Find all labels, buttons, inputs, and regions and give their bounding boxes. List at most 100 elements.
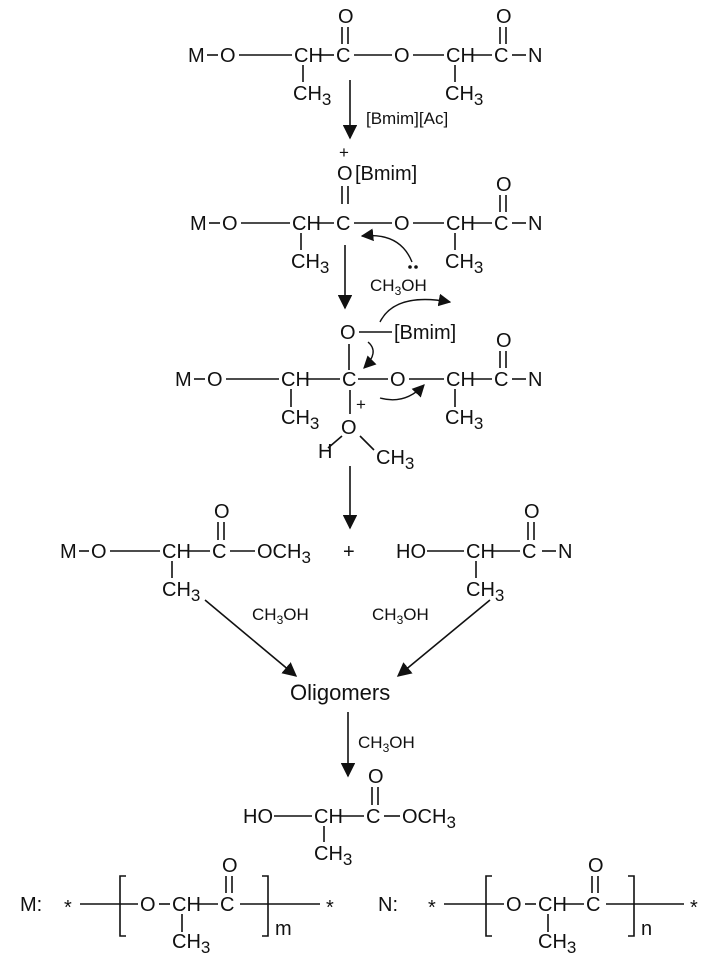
atom-N: N xyxy=(528,213,542,235)
atom-C: C xyxy=(494,45,508,67)
product-methyl-lactate: HO CH C O OCH3 CH3 xyxy=(243,766,456,869)
atom-O: O xyxy=(220,45,236,67)
atom-N: N xyxy=(528,369,542,391)
methyl-group: CH3 xyxy=(281,407,319,433)
atom-O: O xyxy=(222,855,238,877)
lone-pair-dot xyxy=(414,265,418,269)
atom-C: C xyxy=(220,894,234,916)
bmim-label: [Bmim] xyxy=(355,163,417,185)
atom-O: O xyxy=(394,213,410,235)
atom-N: N xyxy=(558,541,572,563)
atom-C: C xyxy=(586,894,600,916)
end-star: * xyxy=(64,897,72,919)
methyl-group: CH3 xyxy=(162,579,200,605)
methanol-label: CH3OH xyxy=(370,276,427,298)
atom-CH: CH xyxy=(466,541,495,563)
methyl-group: CH3 xyxy=(445,407,483,433)
atom-O: O xyxy=(506,894,522,916)
plus-sign: + xyxy=(343,541,355,563)
atom-O: O xyxy=(214,501,230,523)
atom-O: O xyxy=(496,174,512,196)
methyl-group: CH3 xyxy=(445,83,483,109)
atom-O: O xyxy=(588,855,604,877)
atom-N: N xyxy=(528,45,542,67)
atom-O: O xyxy=(337,163,353,185)
atom-C: C xyxy=(212,541,226,563)
atom-CH: CH xyxy=(162,541,191,563)
reaction-arrow xyxy=(204,599,298,677)
lone-pair-dot xyxy=(408,265,412,269)
methyl-group: CH3 xyxy=(291,251,329,277)
bracket-right xyxy=(262,875,269,937)
reaction-arrow xyxy=(396,599,491,677)
atom-C: C xyxy=(366,806,380,828)
atom-C: C xyxy=(336,213,350,235)
product-hydroxy-fragment: HO CH C O N CH3 xyxy=(396,501,572,605)
atom-O: O xyxy=(222,213,238,235)
bracket-right xyxy=(628,875,635,937)
bmim-label: [Bmim] xyxy=(394,322,456,344)
atom-O: O xyxy=(341,417,357,439)
atom-C: C xyxy=(494,369,508,391)
methoxy-group: OCH3 xyxy=(402,806,456,832)
methanol-label: CH3OH xyxy=(252,605,309,627)
methyl-group: CH3 xyxy=(466,579,504,605)
atom-M: M xyxy=(190,213,207,235)
atom-HO: HO xyxy=(396,541,426,563)
atom-O: O xyxy=(394,45,410,67)
legend-M-repeat-unit: M: * O CH C O m * CH3 xyxy=(20,855,334,957)
atom-O: O xyxy=(207,369,223,391)
atom-C: C xyxy=(336,45,350,67)
atom-CH: CH xyxy=(292,213,321,235)
atom-CH: CH xyxy=(314,806,343,828)
oligomers-label: Oligomers xyxy=(290,680,390,705)
reagent-label: [Bmim][Ac] xyxy=(366,109,448,128)
atom-O: O xyxy=(390,369,406,391)
product-methyl-ester: M O CH C O OCH3 CH3 xyxy=(60,501,311,605)
atom-O: O xyxy=(368,766,384,788)
atom-C: C xyxy=(494,213,508,235)
methyl-group: CH3 xyxy=(445,251,483,277)
end-star: * xyxy=(428,897,436,919)
atom-M: M xyxy=(175,369,192,391)
methyl-group: CH3 xyxy=(314,843,352,869)
methyl-group: CH3 xyxy=(172,931,210,957)
methyl-group: CH3 xyxy=(293,83,331,109)
atom-H: H xyxy=(318,441,332,463)
structure-2-activated-carbonyl: + O [Bmim] M O CH C O CH C O N CH3 CH3 C… xyxy=(190,143,542,298)
methyl-group: CH3 xyxy=(376,447,414,473)
subscript-n: n xyxy=(641,918,652,940)
methyl-group: CH3 xyxy=(538,931,576,957)
atom-CH: CH xyxy=(446,213,475,235)
atom-CH: CH xyxy=(281,369,310,391)
atom-HO: HO xyxy=(243,806,273,828)
atom-O: O xyxy=(91,541,107,563)
atom-CH: CH xyxy=(538,894,567,916)
electron-flow-arrow xyxy=(360,228,413,263)
structure-3-tetrahedral-intermediate: O [Bmim] M O CH C O CH C O N CH3 CH3 + O… xyxy=(175,322,542,473)
legend-N-repeat-unit: N: * O CH C O n * CH3 xyxy=(378,855,698,957)
bracket-left xyxy=(119,875,126,937)
methanol-label: CH3OH xyxy=(372,605,429,627)
subscript-m: m xyxy=(275,918,292,940)
end-star: * xyxy=(690,897,698,919)
electron-flow-arrow xyxy=(379,293,452,323)
bracket-left xyxy=(485,875,492,937)
end-star: * xyxy=(326,897,334,919)
electron-flow-arrow xyxy=(363,341,377,369)
charge-plus: + xyxy=(356,395,366,414)
structure-1-lactide-ester: M O CH C O O CH C O N CH3 CH3 xyxy=(188,6,542,109)
atom-CH: CH xyxy=(172,894,201,916)
atom-CH: CH xyxy=(446,369,475,391)
atom-CH: CH xyxy=(446,45,475,67)
atom-O: O xyxy=(140,894,156,916)
legend-M-label: M: xyxy=(20,894,42,916)
atom-C: C xyxy=(342,369,356,391)
atom-O: O xyxy=(340,322,356,344)
atom-CH: CH xyxy=(294,45,323,67)
electron-flow-arrow xyxy=(379,384,425,401)
atom-C: C xyxy=(522,541,536,563)
methoxy-group: OCH3 xyxy=(257,541,311,567)
legend-N-label: N: xyxy=(378,894,398,916)
